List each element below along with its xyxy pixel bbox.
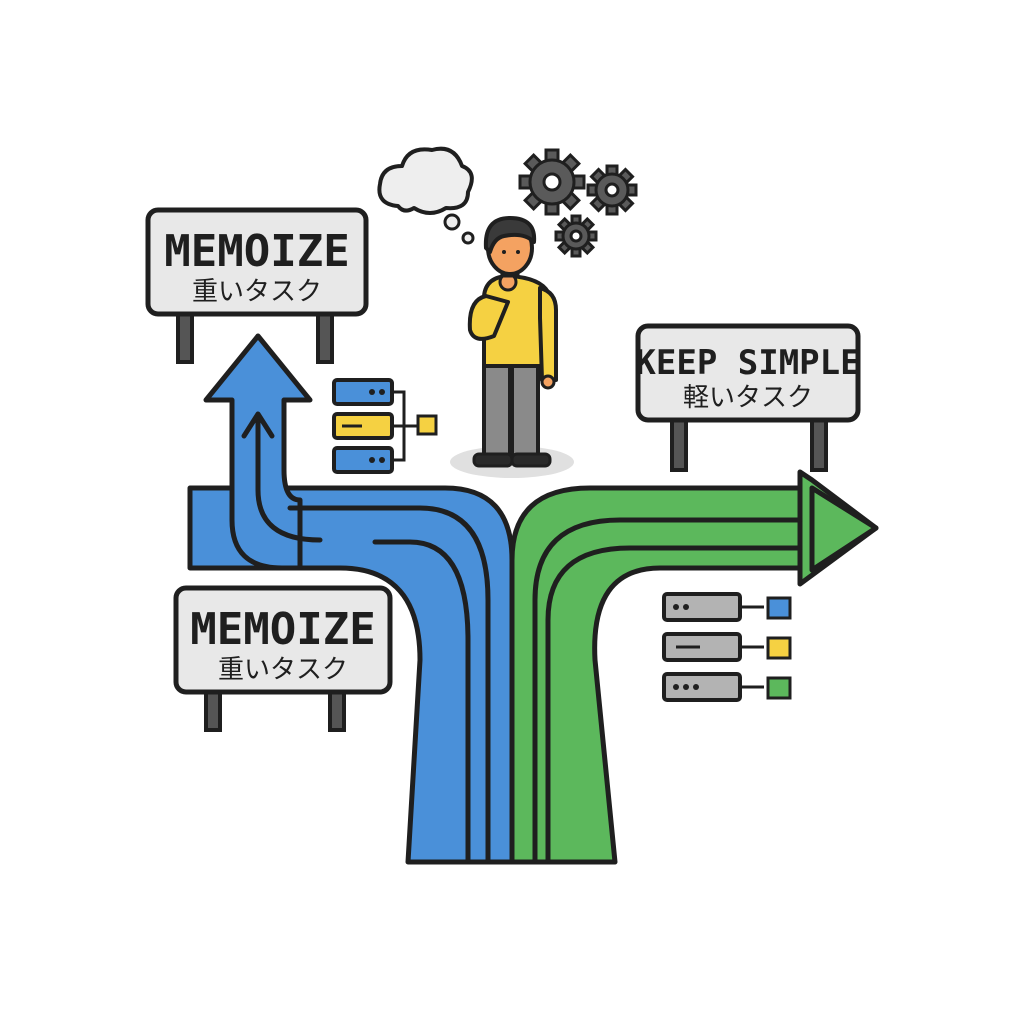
sign-post — [176, 310, 194, 364]
blue-lane-line-middle — [287, 505, 491, 863]
node-square — [766, 596, 792, 620]
sign-post — [810, 416, 828, 472]
sign-bottom-left: MEMOIZE 重いタスク — [173, 585, 393, 732]
green-road — [509, 485, 803, 865]
blue-lane-line-outer — [372, 539, 471, 863]
green-lane-line-outer — [545, 545, 803, 863]
sign-post — [670, 416, 688, 472]
green-arrow-head-tip — [809, 485, 879, 573]
sign-right: KEEP SIMPLE 軽いタスク — [635, 323, 861, 472]
gear-large — [518, 148, 586, 216]
sign-subtitle: 重いタスク — [192, 277, 322, 307]
sign-post — [204, 688, 222, 732]
gear-small — [554, 214, 598, 258]
sign-board — [173, 585, 393, 695]
node-square — [416, 414, 438, 436]
node-square — [766, 676, 792, 700]
person-leg — [510, 360, 540, 460]
sign-post — [328, 688, 346, 732]
person-shoe — [510, 452, 552, 468]
sign-title: KEEP SIMPLE — [635, 343, 860, 383]
person-arm-raised — [467, 294, 510, 341]
person-shoe — [472, 452, 514, 468]
blue-lane-line-inner — [255, 417, 323, 543]
person-arm — [538, 286, 558, 382]
sign-subtitle: 軽いタスク — [683, 383, 813, 413]
sign-title: MEMOIZE — [190, 604, 375, 655]
sign-subtitle: 重いタスク — [218, 655, 348, 685]
thinking-person-icon — [450, 216, 574, 478]
gears-icon — [518, 148, 638, 258]
road-fork — [187, 333, 879, 865]
sign-board — [635, 323, 861, 423]
sign-top-left: MEMOIZE 重いタスク — [145, 207, 369, 364]
person-hair — [483, 216, 537, 254]
server-stack-icon — [662, 592, 792, 702]
server-stack-icon — [332, 378, 438, 474]
node-square — [766, 636, 792, 660]
blue-lane-small-arrow — [241, 411, 275, 439]
thought-cloud-icon — [377, 146, 475, 245]
sign-board — [145, 207, 369, 317]
gear-medium — [586, 164, 638, 216]
sign-post — [316, 310, 334, 364]
blue-road-horizontal — [187, 485, 515, 865]
sign-title: MEMOIZE — [164, 226, 349, 277]
person-leg — [482, 360, 512, 460]
green-lane-line-middle — [532, 517, 803, 863]
